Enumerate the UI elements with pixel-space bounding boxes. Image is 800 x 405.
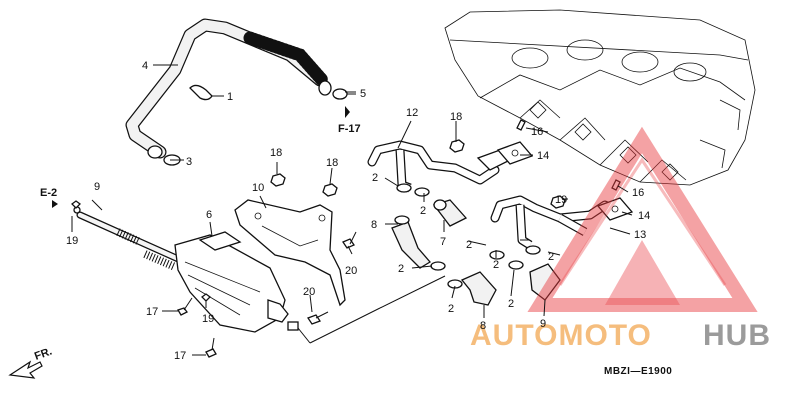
callout-15-lower: 16 [632, 187, 644, 199]
callout-7: 7 [440, 236, 446, 248]
callout-6: 6 [206, 209, 212, 221]
stud-15-lower [611, 179, 621, 191]
callout-2-d: 2 [466, 239, 472, 251]
control-valve-6 [174, 231, 446, 344]
callout-18-lower: 19 [555, 194, 567, 206]
callout-2-h: 2 [548, 251, 554, 263]
callout-5: 5 [360, 88, 366, 100]
hose-clamps-2 [394, 183, 541, 289]
leader-lines [71, 64, 633, 356]
breather-hose-4 [125, 18, 332, 159]
callout-16-lower: 17 [174, 350, 186, 362]
bolt-20-lower [307, 311, 329, 325]
stud-15-upper [516, 119, 526, 131]
reed-cover-14-upper [496, 141, 534, 165]
callout-17-right: 18 [326, 157, 338, 169]
callout-4: 4 [142, 60, 148, 72]
callout-14-lower: 14 [638, 210, 650, 222]
nut-18-lower [550, 195, 566, 209]
cylinder-head-drawing [444, 9, 756, 186]
bracket-11 [234, 199, 346, 307]
callout-2-c: 2 [398, 263, 404, 275]
bolt-20-upper [342, 231, 357, 249]
nut-17-right [322, 183, 338, 197]
reed-pipe-12 [367, 140, 512, 193]
hose-7 [432, 199, 468, 227]
callout-2-a: 2 [372, 172, 378, 184]
callout-18-upper: 18 [450, 111, 462, 123]
watermark-part2: HUB [703, 319, 771, 352]
callout-20-upper: 20 [345, 265, 357, 277]
callout-8-upper: 8 [371, 219, 377, 231]
callout-19-left: 19 [66, 235, 78, 247]
callout-2-f: 2 [448, 303, 454, 315]
callout-16-upper: 17 [146, 306, 158, 318]
hose-9 [529, 263, 561, 301]
callout-19-center: 19 [202, 313, 214, 325]
callout-10: 9 [94, 181, 100, 193]
bolt-16-lower [205, 337, 217, 358]
clip-1-drawing [189, 84, 224, 101]
clip-19-left [71, 200, 81, 209]
callout-15-upper: 16 [531, 126, 543, 138]
ref-f17: F-17 [338, 123, 361, 135]
clip-19-center [201, 293, 211, 302]
nut-18-upper [449, 139, 465, 153]
clamp-5-drawing [332, 88, 356, 100]
callout-12: 12 [406, 107, 418, 119]
bolt-16-upper [177, 297, 193, 316]
callout-9: 9 [540, 318, 546, 330]
callout-1: 1 [227, 91, 233, 103]
callout-3: 3 [186, 156, 192, 168]
callout-2-g: 2 [508, 298, 514, 310]
hose-8-lower [460, 271, 497, 306]
callout-2-b: 2 [420, 205, 426, 217]
callout-11: 10 [252, 182, 264, 194]
callout-13: 13 [634, 229, 646, 241]
callout-2-e: 2 [493, 259, 499, 271]
reed-cover-14-lower [596, 197, 634, 221]
air-pipe-10 [73, 206, 189, 271]
callout-17-left: 18 [270, 147, 282, 159]
callouts: 4 1 3 5 9 19 6 10 18 18 20 20 17 19 17 1… [66, 60, 650, 362]
hose-8-upper [391, 221, 431, 269]
nut-17-left [270, 173, 286, 187]
figure-code: MBZI—E1900 [604, 366, 672, 377]
callout-20-lower: 20 [303, 286, 315, 298]
ref-e2: E-2 [40, 187, 57, 199]
front-arrow-icon [8, 360, 43, 379]
watermark: AUTOMOTO HUB [470, 126, 771, 352]
watermark-part1: AUTOMOTO [470, 319, 652, 352]
callout-8-lower: 8 [480, 320, 486, 332]
reference-labels: F-17 E-2 FR. MBZI—E1900 [8, 106, 672, 379]
callout-14-upper: 14 [537, 150, 549, 162]
ref-fr: FR. [33, 345, 54, 362]
